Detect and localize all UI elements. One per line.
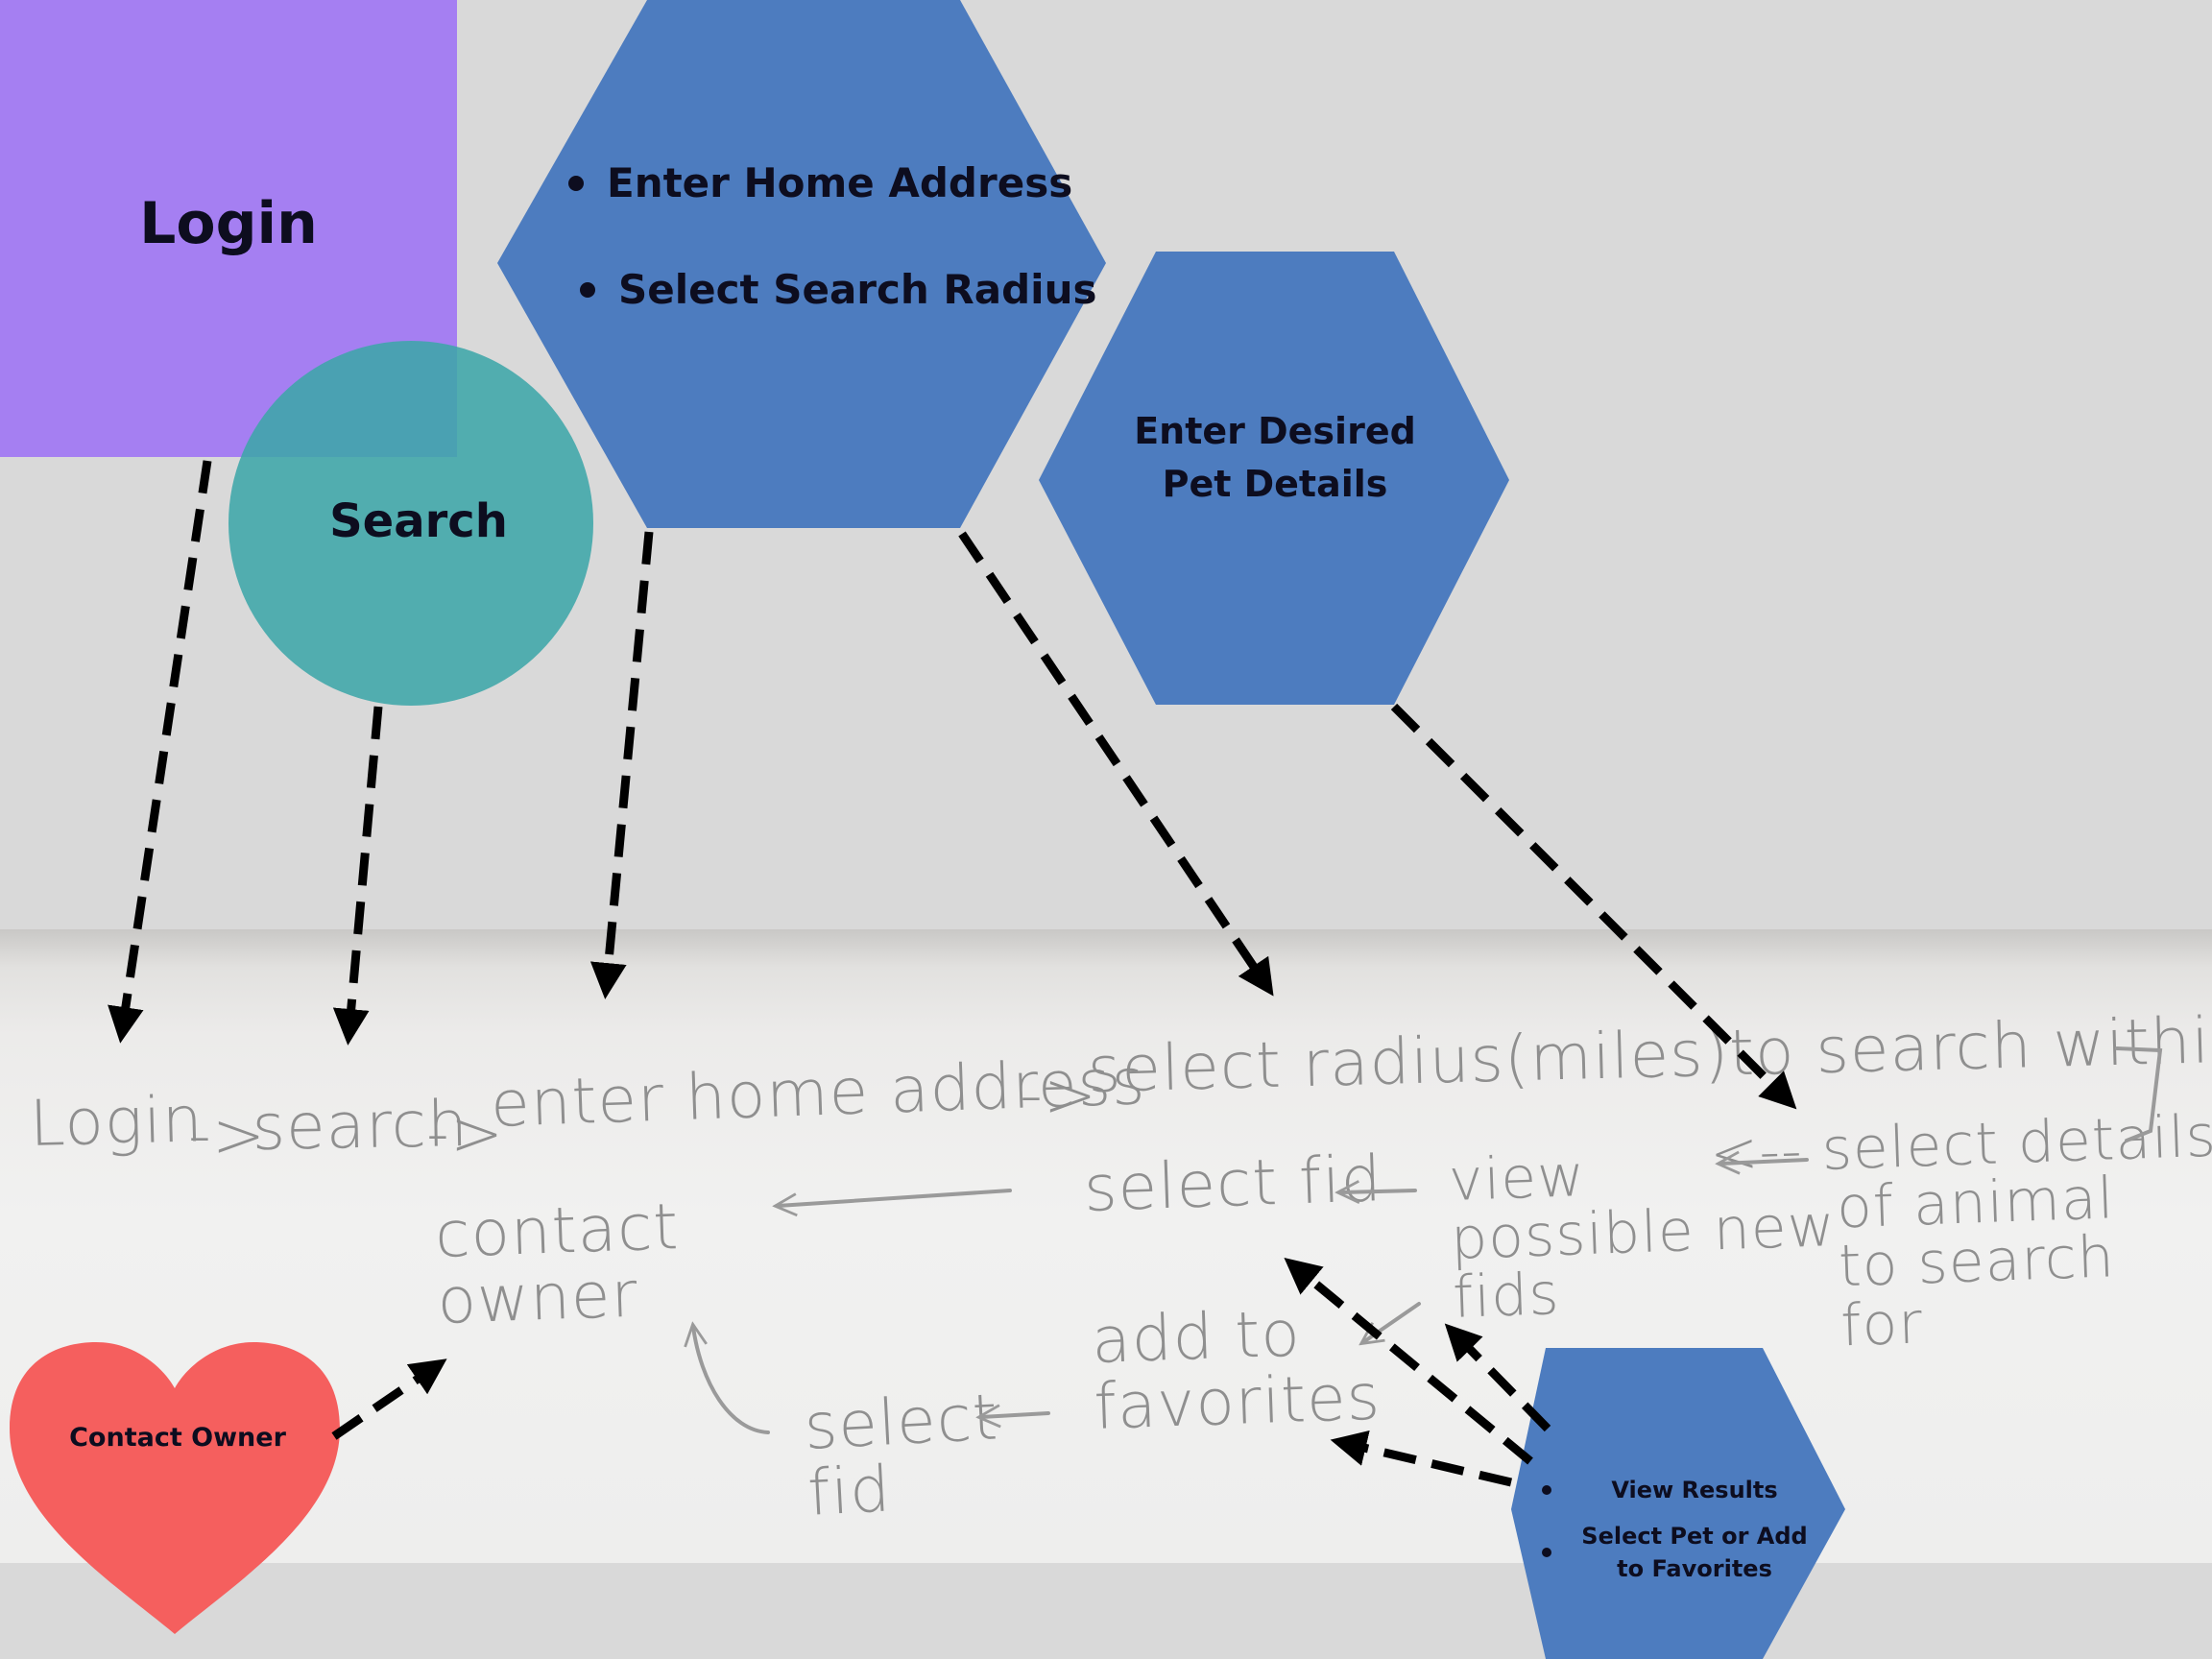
address-hexagon — [497, 0, 1106, 528]
arrow-login-to-sketch — [108, 460, 212, 1044]
dashed-arrows — [108, 460, 1797, 1487]
results-hexagon-list: View Results Select Pet or Add to Favori… — [1542, 1474, 1815, 1585]
select-pet-or-favorites-item: Select Pet or Add to Favorites — [1542, 1520, 1815, 1585]
login-label: Login — [139, 190, 318, 257]
arrow-details-to-sketch — [1390, 703, 1797, 1110]
arrow-search-to-sketch — [332, 706, 383, 1046]
arrow-results-to-view — [1444, 1323, 1551, 1432]
arrow-results-to-favorites — [1330, 1430, 1513, 1487]
address-hexagon-list: Enter Home Address Select Search Radius — [567, 159, 1096, 313]
pet-details-label: Enter Desired Pet Details — [1134, 410, 1416, 505]
sketch-arrow-to-contact — [778, 1189, 1012, 1206]
sketch-arrow-to-select-fid — [1340, 1190, 1417, 1192]
enter-home-address-item: Enter Home Address — [567, 159, 1085, 206]
sketch-arrow-to-add — [1363, 1302, 1421, 1342]
sketch-strokes — [693, 1046, 2163, 1434]
sketch-arrow-to-view — [1720, 1160, 1809, 1164]
arrow-results-to-select-fid — [1284, 1257, 1533, 1465]
pet-details-hexagon — [1039, 252, 1509, 705]
sketch-bracket-stroke — [2115, 1046, 2163, 1142]
sketch-arrow-2: -> — [426, 1096, 505, 1170]
search-label: Search — [329, 494, 508, 548]
select-search-radius-item: Select Search Radius — [579, 266, 1097, 313]
results-hexagon — [1511, 1348, 1845, 1659]
arrow-heart-to-contact — [331, 1358, 447, 1440]
contact-owner-label: Contact Owner — [69, 1423, 286, 1453]
arrow-radius-to-sketch — [958, 531, 1274, 997]
sketch-curve-to-contact — [693, 1327, 770, 1434]
search-circle: Search — [228, 341, 593, 706]
contact-owner-heart — [10, 1342, 340, 1634]
arrow-address-to-sketch — [589, 531, 654, 999]
view-results-item: View Results — [1542, 1474, 1815, 1506]
sketch-arrow-3: -> — [1020, 1058, 1098, 1132]
sketch-arrow-1: -> — [188, 1098, 267, 1172]
sketch-arrow-to-select-fid-2 — [981, 1413, 1050, 1417]
